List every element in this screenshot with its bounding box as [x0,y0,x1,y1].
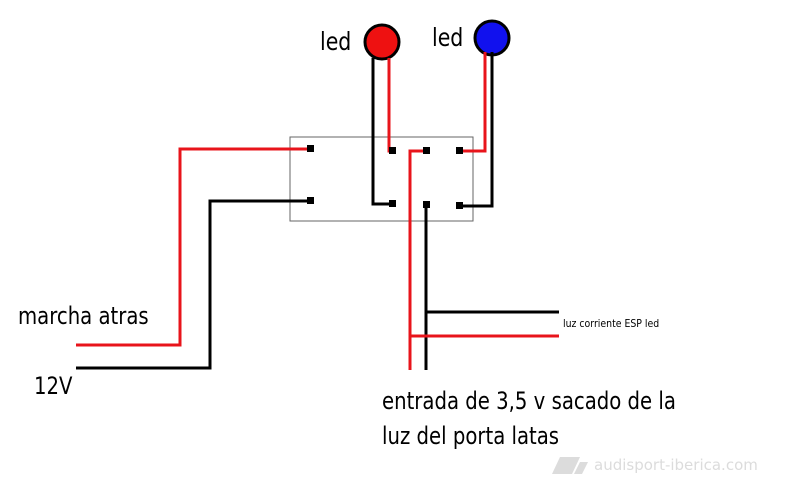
luz-corriente-label: luz corriente ESP led [563,317,660,330]
terminal [389,147,396,154]
terminal [307,145,314,152]
entrada-label-line2: luz del porta latas [382,422,560,450]
marcha-atras-label: marcha atras [18,302,149,330]
terminal [423,147,430,154]
switch-body [289,136,474,222]
blue-led-label: led [432,23,464,52]
red-led-label: led [320,27,352,56]
terminal [456,147,463,154]
red-led-black-wire [371,58,390,206]
terminal [456,202,463,209]
red-led-icon [363,23,401,61]
marcha-atras-wire [76,147,310,347]
blue-led-black-wire [460,52,494,208]
terminal [307,197,314,204]
watermark-text: audisport-iberica.com [594,456,758,474]
entrada-label-line1: entrada de 3,5 v sacado de la [382,387,676,415]
12v-label: 12V [34,372,73,400]
entrada-red-wire [408,149,426,370]
terminal [423,201,430,208]
terminal [389,200,396,207]
blue-led-icon [473,19,511,57]
12v-wire [76,199,310,370]
blue-led-red-wire [460,52,487,153]
watermark-logo-icon [552,457,588,474]
